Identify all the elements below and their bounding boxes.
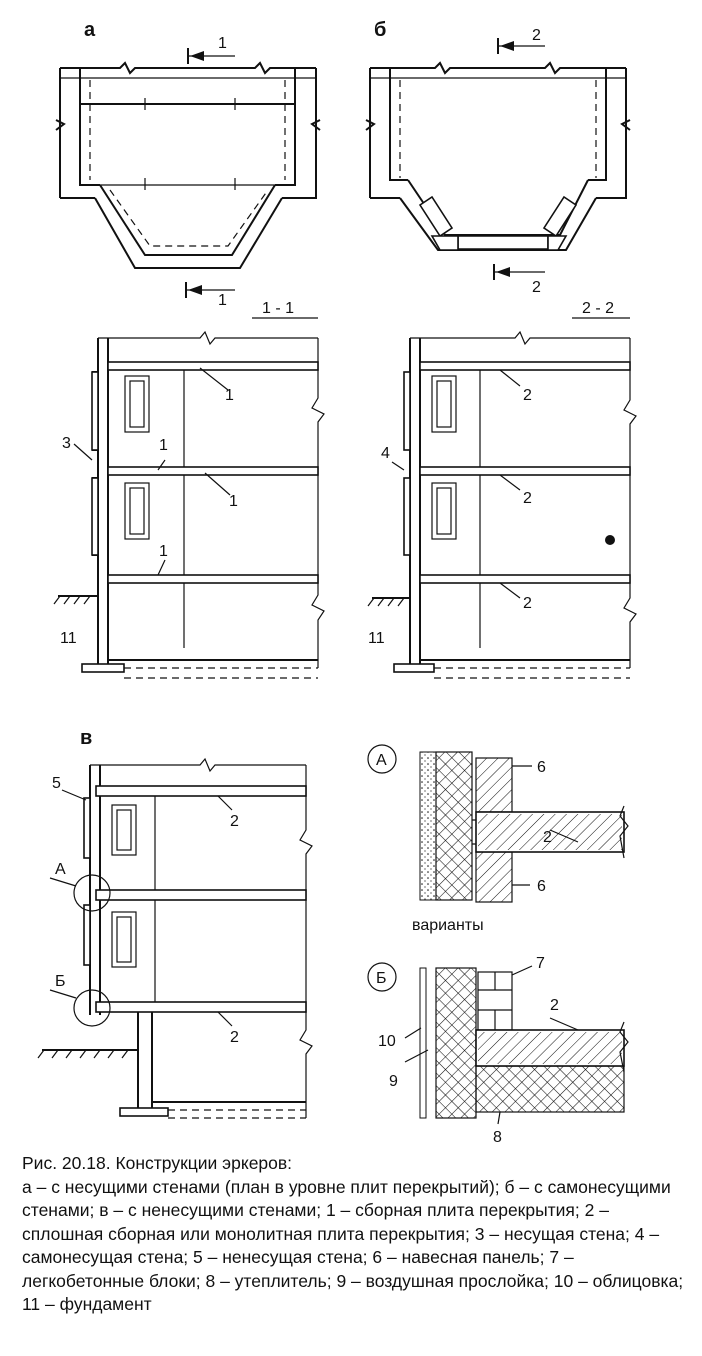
callout-1d: 1 bbox=[159, 543, 168, 560]
callout-3: 3 bbox=[62, 435, 71, 452]
callout-6b: 6 bbox=[537, 878, 546, 895]
section-1-1: 1 - 1 1 1 1 1 3 11 bbox=[53, 300, 325, 679]
node-label-a: А bbox=[55, 861, 66, 878]
callout-11-b: 11 bbox=[368, 630, 385, 647]
callout-11-a: 11 bbox=[60, 630, 77, 647]
callout-4: 4 bbox=[381, 445, 390, 462]
callout-1c: 1 bbox=[229, 493, 238, 510]
callout-1a: 1 bbox=[225, 387, 234, 404]
callout-6a: 6 bbox=[537, 759, 546, 776]
cut-1-bottom: 1 bbox=[218, 292, 227, 309]
section-label-b: б bbox=[374, 19, 386, 41]
section-v: в 2 2 5 А Б bbox=[37, 727, 313, 1119]
plan-a: а 1 1 bbox=[55, 19, 321, 309]
section-title-2-2: 2 - 2 bbox=[582, 300, 614, 317]
figure-caption: Рис. 20.18. Конструкции эркеров: а – с н… bbox=[22, 1152, 686, 1317]
detail-b-marker: Б bbox=[376, 970, 387, 987]
caption-body: а – с несущими стенами (план в уровне пл… bbox=[22, 1176, 684, 1315]
cut-2-top: 2 bbox=[532, 27, 541, 44]
section-title-1-1: 1 - 1 bbox=[262, 300, 294, 317]
bay-window-drawing: а 1 1 б bbox=[37, 19, 637, 1146]
detail-a-marker: А bbox=[376, 752, 387, 769]
callout-2d: 2 bbox=[230, 813, 239, 830]
section-label-a: а bbox=[84, 19, 96, 41]
callout-7: 7 bbox=[536, 955, 545, 972]
plan-b: б 2 2 bbox=[365, 19, 631, 296]
callout-1b: 1 bbox=[159, 437, 168, 454]
callout-2b: 2 bbox=[523, 490, 532, 507]
callout-2c: 2 bbox=[523, 595, 532, 612]
callout-5: 5 bbox=[52, 775, 61, 792]
cut-1-top: 1 bbox=[218, 35, 227, 52]
section-label-v: в bbox=[80, 727, 92, 749]
node-label-b: Б bbox=[55, 973, 66, 990]
callout-2a: 2 bbox=[523, 387, 532, 404]
callout-2e: 2 bbox=[230, 1029, 239, 1046]
callout-8: 8 bbox=[493, 1129, 502, 1146]
detail-b: Б 7 2 8 10 9 bbox=[367, 955, 629, 1146]
callout-9: 9 bbox=[389, 1073, 398, 1090]
caption-title: Рис. 20.18. Конструкции эркеров: bbox=[22, 1153, 293, 1173]
section-2-2: 2 - 2 2 2 2 4 11 bbox=[367, 300, 637, 679]
callout-2f: 2 bbox=[543, 829, 552, 846]
callout-2g: 2 bbox=[550, 997, 559, 1014]
cut-2-bottom: 2 bbox=[532, 279, 541, 296]
detail-a: А 6 2 6 варианты bbox=[367, 744, 629, 934]
callout-10: 10 bbox=[378, 1033, 396, 1050]
variants-label: варианты bbox=[412, 917, 484, 934]
